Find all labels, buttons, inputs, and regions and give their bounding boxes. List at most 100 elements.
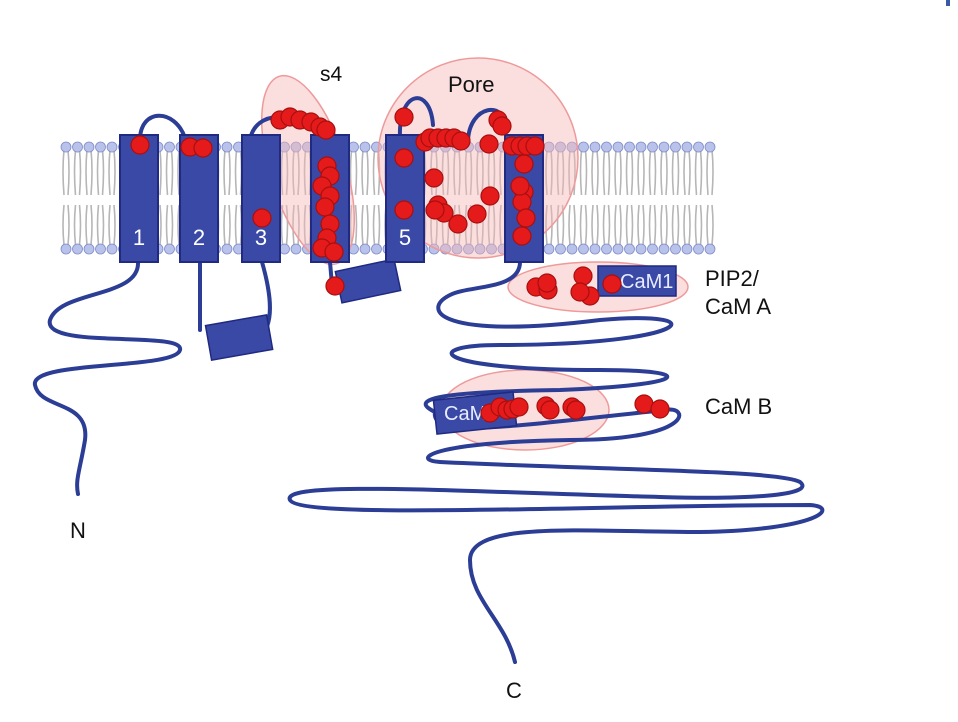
- lipid-tail: [602, 149, 611, 196]
- lipid-head: [693, 243, 704, 255]
- lipid-head: [601, 141, 612, 153]
- lipid-tail: [648, 149, 657, 196]
- mutation-dot: [315, 197, 335, 217]
- mutation-dot: [193, 138, 213, 158]
- mutation-dot: [425, 200, 445, 220]
- lipid-tail: [556, 204, 565, 246]
- lipid-head: [221, 141, 233, 153]
- camb-label: CaM B: [705, 394, 772, 419]
- labels: s4 Pore PIP2/ CaM A CaM B N C: [70, 63, 772, 703]
- lipid-tail: [85, 149, 93, 196]
- lipid-tail: [660, 149, 668, 196]
- lipid-head: [704, 141, 716, 153]
- lipid-head: [658, 141, 670, 153]
- lipid-tail: [62, 204, 70, 246]
- lipid-tail: [165, 204, 174, 246]
- lipid-head: [106, 141, 118, 153]
- lipid-head: [578, 243, 589, 255]
- lipid-tail: [292, 149, 300, 196]
- mutation-dot: [394, 200, 414, 220]
- lipid-tail: [223, 149, 231, 196]
- cama-label: CaM A: [705, 294, 771, 319]
- lipid-head: [589, 243, 601, 255]
- lipid-tail: [671, 204, 680, 246]
- mutation-dot: [451, 131, 471, 151]
- mutation-dot: [512, 226, 532, 246]
- lipid-head: [543, 243, 555, 255]
- lipid-head: [371, 243, 382, 255]
- lipid-tail: [591, 204, 599, 246]
- n-terminal-tail: [33, 260, 182, 496]
- lipid-head: [670, 243, 681, 255]
- mutation-dot: [394, 107, 414, 127]
- mutation-dot: [634, 394, 654, 414]
- lipid-tail: [591, 149, 599, 196]
- lipid-tail: [637, 204, 645, 246]
- lipid-tail: [108, 149, 116, 196]
- lipid-head: [72, 243, 83, 255]
- mutation-dot: [509, 397, 529, 417]
- lipid-tail: [73, 204, 82, 246]
- segment-1: [119, 134, 159, 263]
- lipid-head: [635, 243, 647, 255]
- cam1-label: CaM1: [620, 271, 673, 293]
- lipid-tail: [648, 204, 657, 246]
- lipid-head: [164, 141, 175, 153]
- lipid-head: [670, 141, 681, 153]
- lipid-head: [658, 243, 670, 255]
- lipid-head: [624, 243, 635, 255]
- lipid-tail: [568, 149, 576, 196]
- lipid-head: [60, 243, 72, 255]
- lipid-head: [624, 141, 635, 153]
- mutation-dot: [514, 154, 534, 174]
- lipid-head: [693, 141, 704, 153]
- lipid-tail: [372, 204, 381, 246]
- lipid-tail: [96, 149, 105, 196]
- lipid-tail: [292, 204, 300, 246]
- mutation-dot: [516, 208, 536, 228]
- lipid-tail: [73, 149, 82, 196]
- lipid-tail: [683, 204, 691, 246]
- lipid-tail: [671, 149, 680, 196]
- mutation-markers: [130, 107, 670, 423]
- lipid-tail: [706, 204, 714, 246]
- lipid-tail: [556, 149, 565, 196]
- lipid-tail: [280, 149, 289, 196]
- lipid-tail: [694, 204, 703, 246]
- mutation-dot: [537, 273, 557, 293]
- mutation-dot: [252, 208, 272, 228]
- mutation-dot: [570, 282, 590, 302]
- lipid-tail: [625, 149, 634, 196]
- mutation-dot: [394, 148, 414, 168]
- lipid-head: [95, 141, 106, 153]
- lipid-tail: [453, 149, 461, 196]
- lipid-tail: [625, 204, 634, 246]
- lipid-head: [555, 243, 566, 255]
- n-terminus-label: N: [70, 518, 86, 543]
- mutation-dot: [525, 136, 545, 156]
- lipid-head: [106, 243, 118, 255]
- segment-3-label: 3: [255, 225, 267, 250]
- lipid-tail: [683, 149, 691, 196]
- lipid-tail: [614, 204, 622, 246]
- lipid-head: [451, 243, 463, 255]
- segment-3: [241, 134, 281, 263]
- lipid-head: [95, 243, 106, 255]
- lipid-tail: [464, 149, 473, 196]
- mutation-dot: [492, 116, 512, 136]
- lipid-head: [221, 243, 233, 255]
- mutation-dot: [316, 120, 336, 140]
- lipid-tail: [545, 149, 553, 196]
- mutation-dot: [510, 176, 530, 196]
- segment-5-label: 5: [399, 225, 411, 250]
- lipid-tail: [349, 204, 358, 246]
- mutation-dot: [540, 400, 560, 420]
- lipid-tail: [487, 204, 496, 246]
- lipid-head: [359, 243, 371, 255]
- lipid-head: [555, 141, 566, 153]
- mutation-dot: [566, 400, 586, 420]
- mutation-dot: [480, 186, 500, 206]
- lipid-head: [681, 243, 693, 255]
- mutation-dot: [602, 274, 622, 294]
